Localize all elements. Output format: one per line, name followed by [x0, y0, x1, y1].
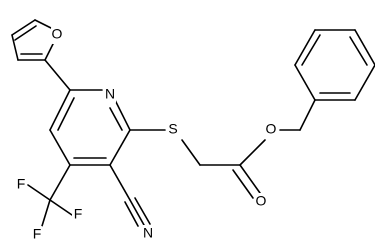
bond — [11, 19, 36, 36]
atom-label: O — [266, 121, 277, 137]
atom-oxygen-ester: O — [264, 121, 278, 139]
atom-label-bg — [254, 193, 268, 211]
atom-label-bg — [72, 206, 84, 224]
bond — [14, 25, 37, 41]
atom-label-bg — [141, 225, 155, 243]
bond — [109, 129, 131, 166]
atom-sulfur: S — [166, 121, 180, 139]
atom-label: N — [143, 225, 153, 241]
bond — [27, 184, 51, 201]
atom-label: N — [105, 86, 115, 102]
atom-label: O — [52, 26, 63, 42]
bond — [301, 34, 321, 66]
bond — [49, 164, 71, 201]
atom-labels: O N S O O N F F — [15, 26, 278, 244]
bond — [232, 169, 254, 199]
atom-label: F — [74, 206, 83, 222]
atom-label-bg — [264, 121, 278, 139]
bond — [49, 199, 73, 216]
bond — [49, 129, 71, 166]
bond — [109, 164, 131, 201]
bond — [294, 64, 316, 101]
bond — [299, 99, 316, 131]
bond — [294, 29, 316, 66]
bond — [109, 107, 123, 131]
atom-label: O — [256, 193, 267, 209]
atom-label-bg — [104, 86, 116, 104]
bond — [57, 97, 75, 131]
atom-oxygen-furan: O — [51, 26, 63, 44]
atom-nitrogen-nitrile: N — [141, 225, 155, 243]
bond — [44, 59, 71, 91]
atom-fluorine-bottom: F — [31, 226, 43, 244]
bond — [349, 36, 368, 66]
atom-fluorine-left: F — [72, 206, 84, 224]
bond — [239, 164, 261, 194]
atom-label-bg — [15, 176, 27, 194]
bond — [354, 64, 375, 101]
bond — [11, 34, 19, 61]
bond — [354, 29, 375, 66]
bond — [49, 89, 71, 131]
bond — [41, 199, 51, 227]
atom-label-bg — [31, 226, 43, 244]
bond — [239, 139, 266, 166]
bond — [134, 197, 151, 225]
bond — [124, 201, 139, 227]
bond — [114, 99, 131, 131]
atom-label-bg — [166, 121, 180, 139]
atom-label: F — [33, 226, 42, 242]
atom-label-bg — [51, 26, 63, 44]
bonds — [11, 19, 375, 227]
atom-label: S — [168, 121, 177, 137]
atom-fluorine-top: F — [15, 176, 27, 194]
atom-label: F — [17, 176, 26, 192]
atom-oxygen-carbonyl: O — [254, 193, 268, 211]
atom-nitrogen-pyridine: N — [104, 86, 116, 104]
bond — [181, 139, 201, 166]
bond — [129, 199, 145, 226]
